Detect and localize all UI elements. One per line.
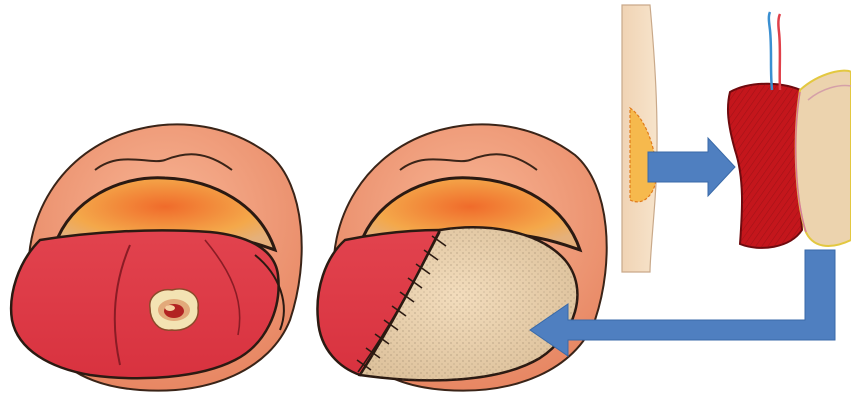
arrow-harvest-to-flap [648,138,735,196]
muscle-block [728,84,805,248]
artery-vessel [778,14,780,90]
tongue-lesion [150,289,198,330]
skin-paddle [796,71,851,246]
panel-tongue-with-lesion [11,124,302,390]
vein-vessel [769,12,772,90]
